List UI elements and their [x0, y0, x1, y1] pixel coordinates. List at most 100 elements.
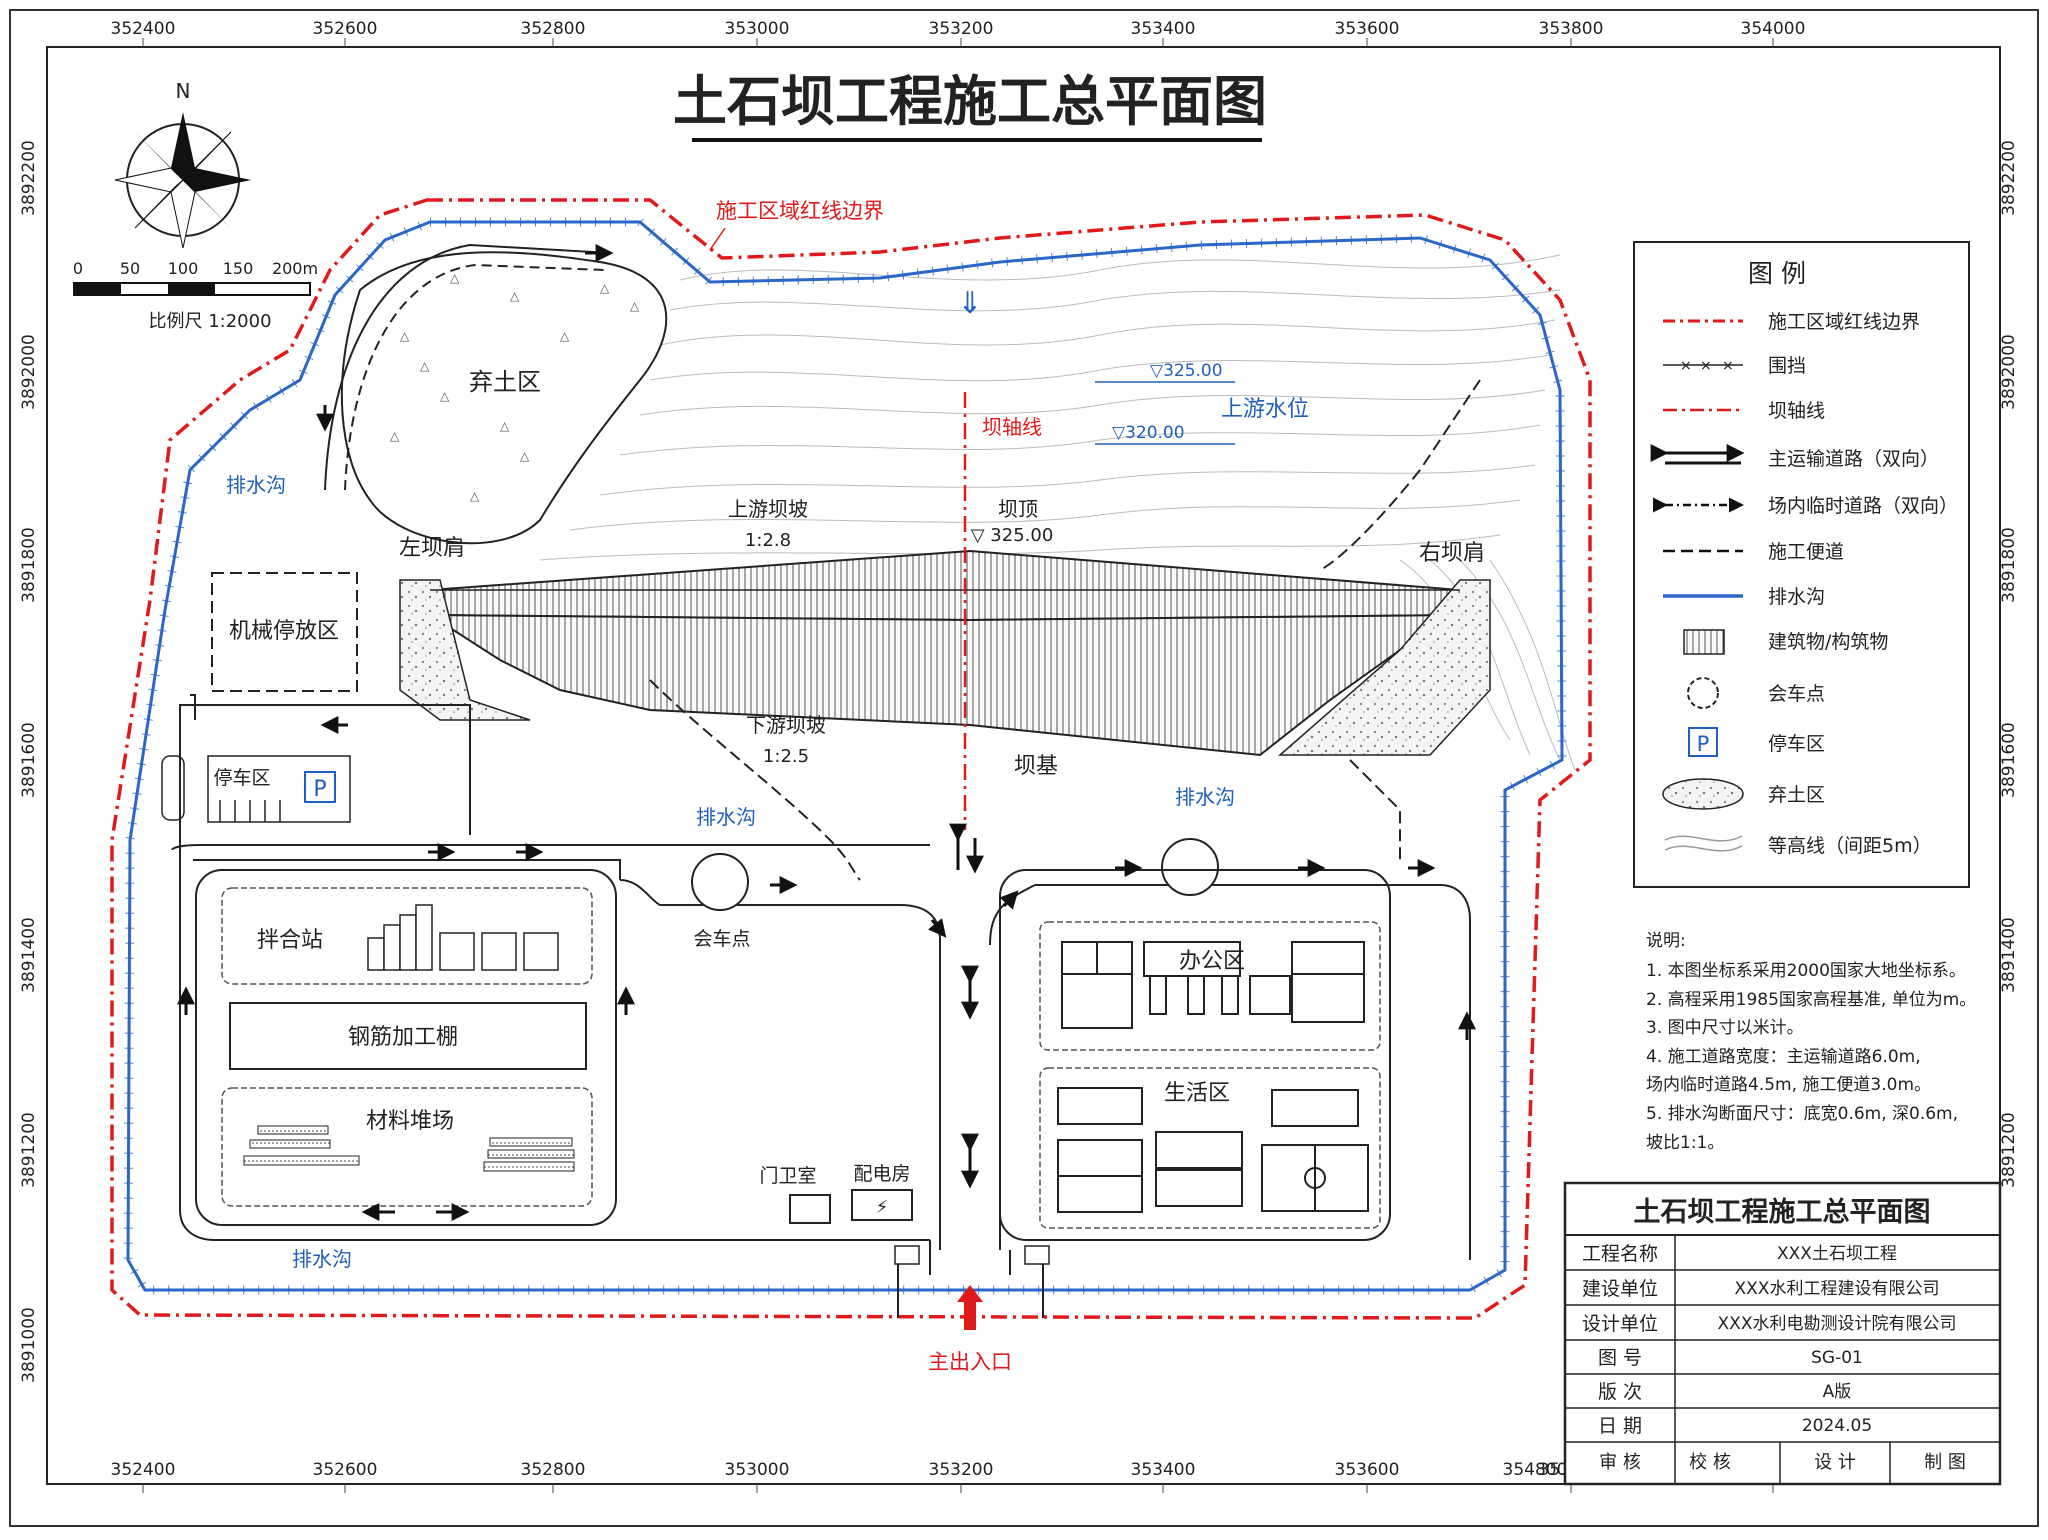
y-coord-right: 3892200 [1999, 140, 2019, 216]
tb-sign: 制 图 [1924, 1452, 1966, 1473]
x-coord-top: 352600 [313, 19, 378, 39]
legend-item: 停车区 [1768, 733, 1825, 755]
x-coord-bottom: 353000 [725, 1460, 790, 1480]
tb-value: 2024.05 [1802, 1416, 1872, 1436]
tb-value: XXX水利电勘测设计院有限公司 [1718, 1314, 1957, 1334]
tb-label: 版 次 [1598, 1381, 1642, 1403]
flow-arrow-icon: ⇓ [957, 286, 982, 321]
y-coord-left: 3891000 [19, 1307, 39, 1383]
spoil-area-label: 弃土区 [469, 368, 541, 396]
legend-item: 等高线（间距5m） [1768, 835, 1932, 857]
spoil-area [340, 251, 668, 545]
x-coord-labels-top: 352400 352600 352800 353000 353200 35340… [111, 19, 1806, 39]
x-coord-top: 352800 [521, 19, 586, 39]
foundation-label: 坝基 [1014, 754, 1058, 779]
gate-post-left [894, 1245, 920, 1265]
legend-item: 会车点 [1768, 683, 1825, 705]
note-line: 5. 排水沟断面尺寸：底宽0.6m, 深0.6m, [1646, 1104, 1958, 1124]
y-coord-left: 3891800 [19, 527, 39, 603]
legend-labels: 施工区域红线边界 围挡 坝轴线 主运输道路（双向） 场内临时道路（双向） 施工便… [1768, 311, 1958, 857]
y-coord-labels-left: 3892200 3892000 3891800 3891600 3891400 … [19, 140, 39, 1383]
svg-text:△: △ [450, 271, 460, 285]
west-yard [195, 869, 617, 1226]
scale-bar: 0 50 100 150 200m 比例尺 1:2000 [73, 259, 318, 332]
scale-tick: 150 [223, 259, 254, 278]
svg-text:△: △ [390, 429, 400, 443]
legend-symbols: × × × P [1650, 319, 1745, 852]
y-coord-left: 3891600 [19, 722, 39, 798]
svg-text:×: × [1700, 358, 1712, 374]
dam-body [399, 549, 1491, 757]
note-line: 3. 图中尺寸以米计。 [1646, 1018, 1804, 1038]
drain-label-west: 排水沟 [226, 473, 286, 497]
upstream-slope-ratio: 1:2.8 [745, 530, 791, 551]
parking-label: 停车区 [213, 767, 270, 789]
x-coord-top: 353000 [725, 19, 790, 39]
entrance-arrow-icon [957, 1285, 983, 1330]
note-line: 4. 施工道路宽度：主运输道路6.0m, [1646, 1047, 1921, 1067]
tb-label: 日 期 [1598, 1415, 1642, 1437]
drawing-title: 土石坝工程施工总平面图 [673, 70, 1267, 133]
legend-item: 主运输道路（双向） [1768, 448, 1939, 470]
red-line-boundary [110, 198, 1592, 1320]
tb-value: A版 [1823, 1382, 1852, 1402]
rebar-shed-label: 钢筋加工棚 [348, 1025, 458, 1050]
machinery-area-label: 机械停放区 [229, 619, 339, 644]
north-arrow-icon: N [114, 79, 251, 249]
x-coord-top: 353800 [1539, 19, 1604, 39]
x-coord-bottom: 352800 [521, 1460, 586, 1480]
y-coord-right: 3892000 [1999, 334, 2019, 410]
scale-label: 比例尺 1:2000 [148, 311, 271, 332]
legend-parking-p: P [1697, 732, 1710, 756]
drainage-ditch [126, 220, 1564, 1292]
legend-item: 坝轴线 [1768, 400, 1825, 422]
svg-text:△: △ [600, 281, 610, 295]
material-yard-label: 材料堆场 [366, 1109, 454, 1134]
downstream-slope-ratio: 1:2.5 [763, 746, 809, 767]
scale-tick: 0 [73, 259, 83, 278]
tb-sign: 设 计 [1814, 1452, 1856, 1473]
x-coord-labels-bottom: 352400 352600 352800 353000 353200 35340… [111, 1460, 1604, 1480]
legend-title: 图 例 [1748, 259, 1806, 288]
mixing-station-label: 拌合站 [257, 928, 323, 953]
water-level-325: ▽325.00 [1150, 361, 1223, 381]
parking-area [207, 755, 351, 823]
outer-frame [9, 9, 2039, 1527]
x-coord-bottom: 352400 [111, 1460, 176, 1480]
svg-text:△: △ [420, 359, 430, 373]
power-icon: ⚡ [876, 1197, 889, 1218]
note-line: 坡比1:1。 [1646, 1133, 1724, 1153]
y-coord-left: 3891400 [19, 917, 39, 993]
legend-item: 建筑物/构筑物 [1768, 631, 1888, 653]
tb-label: 工程名称 [1582, 1243, 1658, 1265]
scale-tick: 200m [272, 259, 318, 278]
machinery-area [211, 572, 358, 692]
svg-text:×: × [1680, 358, 1692, 374]
red-line-label: 施工区域红线边界 [716, 199, 884, 223]
upstream-slope-label: 上游坝坡 [728, 497, 808, 521]
left-shoulder-label: 左坝肩 [399, 536, 465, 561]
x-coord-top: 353400 [1131, 19, 1196, 39]
tb-sign: 校 核 [1689, 1452, 1731, 1473]
drain-label-south: 排水沟 [292, 1247, 352, 1271]
legend-item: 施工区域红线边界 [1768, 311, 1920, 333]
y-coord-left: 3891200 [19, 1112, 39, 1188]
tb-label: 建设单位 [1582, 1278, 1658, 1300]
x-coord-bottom: 352600 [313, 1460, 378, 1480]
svg-text:×: × [1722, 358, 1734, 374]
title-block-labels: 工程名称 建设单位 设计单位 图 号 版 次 日 期 [1582, 1243, 1658, 1437]
legend-item: 排水沟 [1768, 586, 1825, 608]
note-line: 场内临时道路4.5m, 施工便道3.0m。 [1646, 1075, 1931, 1095]
notes-title: 说明: [1646, 931, 1686, 951]
title-block-values: XXX土石坝工程 XXX水利工程建设有限公司 XXX水利电勘测设计院有限公司 S… [1718, 1244, 1957, 1436]
living-area-label: 生活区 [1164, 1081, 1230, 1106]
living-buildings [1057, 1087, 1369, 1213]
temp-roads [649, 379, 1481, 881]
drain-label-mid: 排水沟 [696, 805, 756, 829]
legend-item: 施工便道 [1768, 541, 1844, 563]
mixing-station-silos [367, 904, 559, 971]
svg-text:△: △ [560, 329, 570, 343]
svg-text:△: △ [510, 289, 520, 303]
svg-text:△: △ [400, 329, 410, 343]
